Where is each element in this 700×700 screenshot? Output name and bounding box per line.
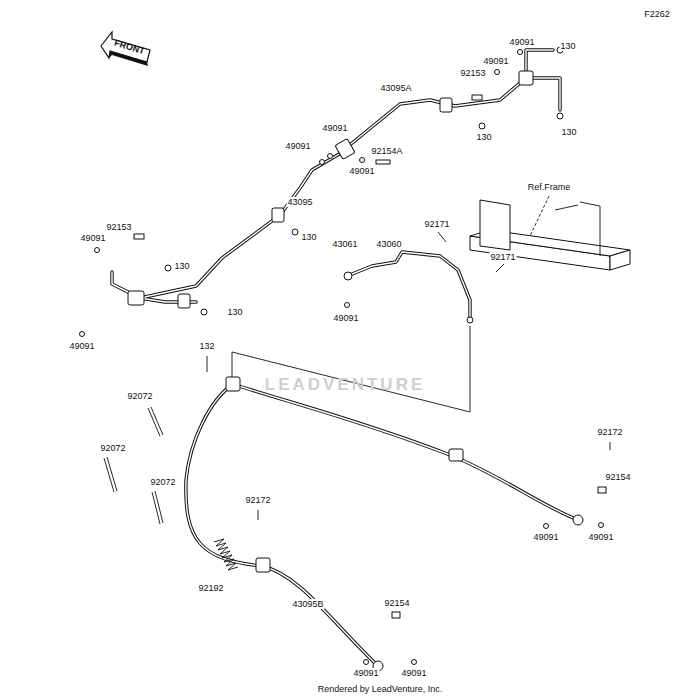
- callout-number: 49091: [79, 233, 106, 243]
- callout-number: 92192: [197, 583, 224, 593]
- callout-number: 130: [173, 261, 190, 271]
- callout-number: 130: [300, 232, 317, 242]
- callout-number: 92172: [596, 427, 623, 437]
- callout-number: 92171: [489, 252, 516, 262]
- callout-number: 49091: [532, 532, 559, 542]
- callout-number: 132: [198, 341, 215, 351]
- callout-number: 92072: [149, 477, 176, 487]
- callout-number: 49091: [400, 668, 427, 678]
- ref-frame: [470, 200, 630, 270]
- callout-number: F2262: [643, 9, 671, 19]
- callout-number: 49091: [321, 123, 348, 133]
- callout-number: 49091: [284, 141, 311, 151]
- callout-number: 49091: [332, 313, 359, 323]
- callout-number: 49091: [587, 532, 614, 542]
- callout-number: 92153: [105, 222, 132, 232]
- callout-number: 49091: [348, 166, 375, 176]
- callout-number: Ref.Frame: [527, 182, 572, 192]
- front-arrow: FRONT: [100, 30, 152, 70]
- callout-number: 49091: [68, 341, 95, 351]
- callout-number: 43060: [375, 239, 402, 249]
- callout-number: 92072: [126, 391, 153, 401]
- parking-cable: [186, 384, 578, 666]
- callout-number: 92154A: [370, 146, 403, 156]
- pins: [104, 407, 163, 524]
- callout-number: 49091: [352, 668, 379, 678]
- callout-number: 92154: [383, 598, 410, 608]
- callout-number: 92172: [244, 495, 271, 505]
- credit-text: Rendered by LeadVenture, Inc.: [317, 684, 444, 694]
- brake-tube: [112, 50, 560, 318]
- callout-number: 130: [560, 127, 577, 137]
- callout-number: 130: [226, 307, 243, 317]
- callout-number: 92153: [459, 68, 486, 78]
- callout-number: 43095B: [291, 599, 324, 609]
- leader-lines: [232, 196, 549, 412]
- callout-number: 49091: [482, 56, 509, 66]
- callout-number: 43095A: [379, 83, 412, 93]
- callout-number: 130: [475, 132, 492, 142]
- fittings: [80, 47, 611, 671]
- callout-number: 43061: [331, 239, 358, 249]
- callout-number: 130: [559, 41, 576, 51]
- callout-number: 43095: [286, 197, 313, 207]
- spring: [214, 539, 238, 570]
- callout-number: 92072: [99, 443, 126, 453]
- callout-number: 92171: [423, 219, 450, 229]
- watermark: LEADVENTURE: [264, 376, 427, 394]
- callout-number: 92154: [604, 472, 631, 482]
- callout-number: 49091: [508, 37, 535, 47]
